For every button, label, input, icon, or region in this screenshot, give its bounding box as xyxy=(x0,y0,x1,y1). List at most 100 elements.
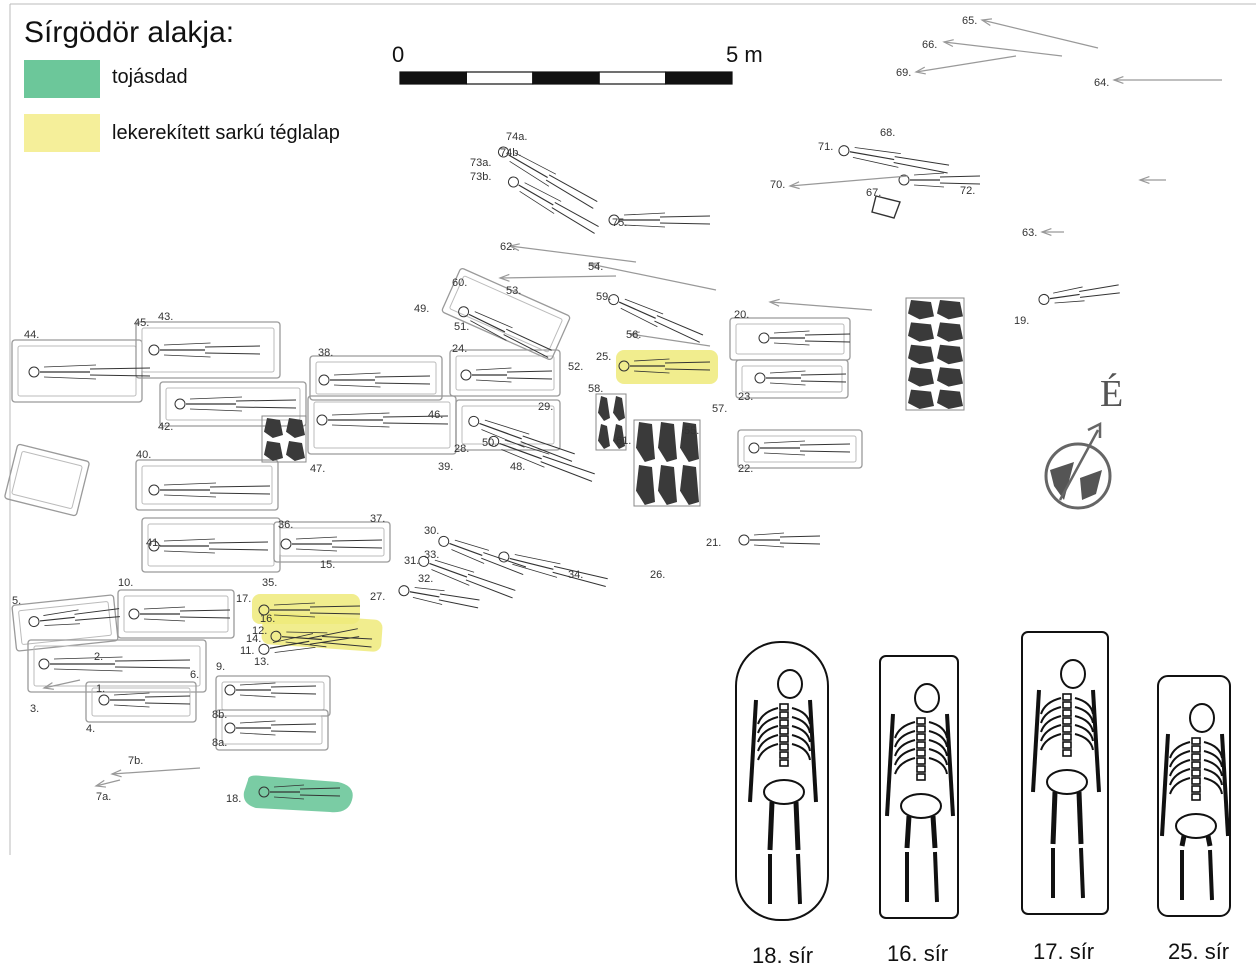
grave-number-label: 5. xyxy=(12,595,21,607)
leg-mark xyxy=(506,377,553,380)
leg-mark xyxy=(270,685,317,688)
grave-pit-outline xyxy=(135,321,281,379)
grave-number-label: 35. xyxy=(262,577,277,589)
arm-mark xyxy=(623,224,666,228)
detail-rib xyxy=(791,734,811,752)
arm-mark xyxy=(913,172,945,176)
skull-mark xyxy=(38,658,50,670)
detail-grave-18 xyxy=(735,641,829,921)
detail-vertebra xyxy=(779,759,789,767)
detail-rib xyxy=(894,757,916,775)
skeleton-sketch xyxy=(148,482,271,498)
arm-mark xyxy=(333,384,381,388)
arm-mark xyxy=(239,682,276,686)
spine-mark xyxy=(508,154,548,179)
detail-rib xyxy=(1203,759,1223,777)
arm-mark xyxy=(913,184,945,188)
leg-mark xyxy=(553,565,608,580)
skeleton-sketch xyxy=(398,585,480,609)
skeleton-sketch xyxy=(28,608,120,628)
grave-number-label: 6. xyxy=(190,669,199,681)
detail-rib xyxy=(1074,733,1094,751)
scale-end-label: 5 m xyxy=(726,42,763,67)
detail-shin xyxy=(933,851,939,903)
detail-shin xyxy=(1079,847,1085,899)
detail-rib xyxy=(1040,706,1062,724)
detail-vertebra xyxy=(1191,761,1201,769)
detail-grave-17 xyxy=(1021,631,1109,915)
detail-vertebra xyxy=(916,749,926,757)
skull-mark xyxy=(280,538,292,550)
leg-mark xyxy=(483,552,527,568)
arm-mark xyxy=(53,656,123,660)
detail-pit-outline xyxy=(735,641,829,921)
arm-mark xyxy=(53,668,123,672)
detail-femur xyxy=(1179,835,1187,847)
stone-cluster xyxy=(680,422,699,462)
detail-arm-bone xyxy=(885,713,895,817)
detail-vertebra xyxy=(779,703,789,711)
arm-mark xyxy=(331,424,390,428)
skull-mark xyxy=(608,214,620,226)
leg-mark xyxy=(506,328,552,351)
arrow-head-icon xyxy=(588,261,600,270)
arm-mark xyxy=(239,694,276,698)
grave-pit-inner xyxy=(315,361,437,395)
grave-number-label: 60. xyxy=(452,277,467,289)
detail-vertebra xyxy=(1062,725,1072,733)
stone-cluster xyxy=(908,367,934,387)
stone-cluster xyxy=(598,396,610,421)
detail-vertebra xyxy=(779,727,789,735)
grave-number-label: 73a. xyxy=(470,157,491,169)
arm-mark xyxy=(273,796,305,800)
detail-rib xyxy=(894,730,916,748)
detail-vertebra xyxy=(1062,693,1072,701)
arm-mark xyxy=(1053,286,1083,294)
arrow-head-icon xyxy=(1040,228,1052,236)
arm-mark xyxy=(113,692,150,696)
grave-number-label: 33. xyxy=(424,549,439,561)
arm-mark xyxy=(273,784,305,788)
detail-skull xyxy=(777,669,803,699)
skull-mark xyxy=(224,684,236,696)
skull-mark xyxy=(318,374,330,386)
detail-vertebra xyxy=(916,741,926,749)
spine-mark xyxy=(269,640,310,649)
grave-number-label: 18. xyxy=(226,793,241,805)
grave-number-label: 31. xyxy=(404,555,419,567)
arm-mark xyxy=(633,358,670,362)
leg-mark xyxy=(545,179,594,209)
grave-number-label: 13. xyxy=(254,656,269,668)
grave-number-label: 7a. xyxy=(96,791,111,803)
arm-mark xyxy=(524,182,562,202)
grave-pit-inner xyxy=(11,451,83,509)
grave-pit-inner xyxy=(313,401,451,449)
leg-mark xyxy=(144,695,191,698)
scale-bar-segment xyxy=(465,71,534,85)
arrow-head-icon xyxy=(628,331,640,340)
skull-mark xyxy=(758,332,770,344)
grave-number-label: 48. xyxy=(510,461,525,473)
grave-pit-outline xyxy=(737,429,863,469)
arrow-head-icon xyxy=(942,39,954,48)
skull-mark xyxy=(316,414,328,426)
grave-number-label: 3. xyxy=(30,703,39,715)
detail-vertebra xyxy=(779,743,789,751)
grave-number-label: 55. xyxy=(684,425,699,437)
detail-vertebra xyxy=(1191,793,1201,801)
arm-mark xyxy=(484,419,530,435)
grave-pit-outline xyxy=(735,359,849,399)
grave-pit-outline xyxy=(85,681,197,723)
arm-mark xyxy=(773,330,810,334)
detail-vertebra xyxy=(1191,785,1201,793)
caption-grave-25: 25. sír xyxy=(1168,939,1230,964)
scale-start-label: 0 xyxy=(392,42,405,67)
grave-pit-outline xyxy=(449,349,561,397)
leg-mark xyxy=(799,450,851,453)
skeleton-sketch xyxy=(98,692,191,708)
detail-skull xyxy=(1189,703,1215,733)
arm-mark xyxy=(189,396,243,400)
arm-mark xyxy=(753,532,785,536)
leg-mark xyxy=(322,635,373,640)
grave-pit-inner xyxy=(741,365,843,393)
